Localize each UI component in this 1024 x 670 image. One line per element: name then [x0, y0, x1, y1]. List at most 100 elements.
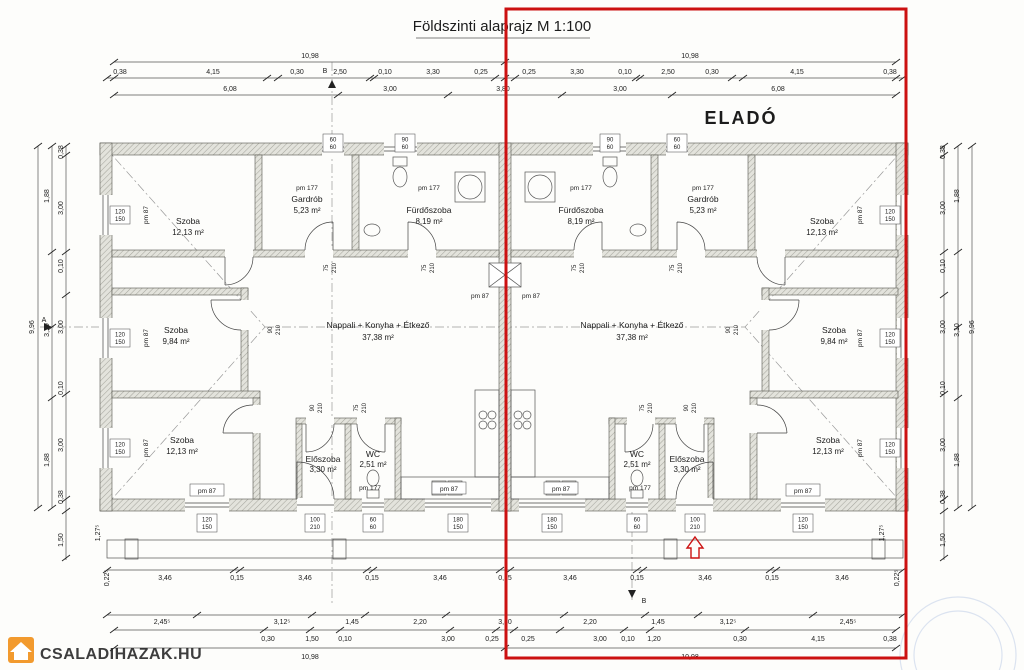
parapet-label: pm 177 — [570, 185, 592, 192]
dim-label: 2,45⁵ — [154, 619, 171, 626]
room-area: 37,38 m² — [616, 333, 648, 342]
dim-label: 3,00 — [58, 201, 65, 215]
dim-label: 3,10 — [44, 323, 51, 337]
parapet-label: pm 177 — [418, 185, 440, 192]
room-name: Gardrób — [291, 194, 322, 204]
marker-label: 210 — [648, 402, 654, 413]
dim-label: 3,12⁵ — [720, 619, 737, 626]
top-dimension-labels: 10,98 10,98 0,38 4,15 0,30 2,50 0,10 3,3… — [113, 53, 897, 93]
parapet-label: pm 87 — [440, 486, 458, 493]
marker-label: 150 — [885, 217, 896, 223]
marker-label: 210 — [430, 262, 436, 273]
marker-label: 75 — [640, 404, 646, 411]
marker-label: 120 — [885, 210, 896, 216]
marker-label: 210 — [310, 525, 321, 531]
parapet-label: pm 177 — [296, 185, 318, 192]
dim-label: 0,10 — [618, 69, 632, 76]
dim-label: 3,00 — [58, 320, 65, 334]
dim-label: 0,25 — [522, 69, 536, 76]
dim-label: 9,96 — [29, 320, 36, 334]
marker-label: 100 — [310, 518, 321, 524]
parapet-label: pm 87 — [857, 206, 864, 224]
dim-label: 10,98 — [681, 53, 699, 60]
marker-label: 90 — [684, 404, 690, 411]
marker-label: 60 — [674, 145, 681, 151]
dim-label: 0,15 — [630, 575, 644, 582]
room-name: Szoba — [176, 216, 200, 226]
marker-label: 210 — [332, 262, 338, 273]
dim-label: 0,30 — [733, 636, 747, 643]
section-label-b: B — [323, 68, 328, 75]
room-name: Szoba — [816, 435, 840, 445]
dim-label: 3,46 — [835, 575, 849, 582]
marker-label: 60 — [330, 138, 337, 144]
marker-label: 210 — [690, 525, 701, 531]
parapet-label: pm 87 — [857, 439, 864, 457]
room-name: Szoba — [810, 216, 834, 226]
room-area: 12,13 m² — [172, 228, 204, 237]
room-area: 37,38 m² — [362, 333, 394, 342]
dim-label: 10,98 — [301, 654, 319, 661]
room-area: 5,23 m² — [293, 206, 320, 215]
marker-label: 120 — [798, 518, 809, 524]
dim-label: 10,98 — [301, 53, 319, 60]
marker-label: 120 — [202, 518, 213, 524]
dim-label: 1,88 — [44, 189, 51, 203]
marker-label: 60 — [330, 145, 337, 151]
marker-label: 150 — [115, 217, 126, 223]
marker-label: 75 — [572, 264, 578, 271]
watermark: CSALADIHAZAK.HU — [8, 637, 202, 663]
dim-label: 0,15 — [365, 575, 379, 582]
dim-label: 0,10 — [58, 381, 65, 395]
marker-label: 150 — [885, 340, 896, 346]
for-sale-label: ELADÓ — [705, 107, 778, 128]
marker-label: 90 — [726, 326, 732, 333]
dim-label: 2,50 — [661, 69, 675, 76]
room-area: 9,84 m² — [162, 337, 189, 346]
room-name: WC — [366, 449, 380, 459]
marker-label: 75 — [324, 264, 330, 271]
marker-label: 60 — [634, 525, 641, 531]
marker-label: 210 — [362, 402, 368, 413]
room-name: Szoba — [170, 435, 194, 445]
marker-label: 150 — [115, 340, 126, 346]
door-openings — [225, 249, 785, 512]
dim-label: 0,22⁵ — [894, 570, 901, 587]
dim-label: 0,22⁵ — [104, 570, 111, 587]
stamp-circle — [899, 596, 1017, 670]
marker-label: 90 — [607, 138, 614, 144]
dim-label: 3,00 — [441, 636, 455, 643]
parapet-label: pm 177 — [359, 485, 381, 492]
room-name: Előszoba — [306, 454, 341, 464]
room-area: 8,19 m² — [415, 217, 442, 226]
highlight-rectangle — [504, 7, 908, 660]
dim-label: 3,12⁵ — [274, 619, 291, 626]
parapet-label: pm 87 — [794, 488, 812, 495]
dim-label: 0,10 — [378, 69, 392, 76]
dim-label: 3,00 — [940, 438, 947, 452]
dim-label: 3,46 — [433, 575, 447, 582]
dim-label: 0,38 — [940, 145, 947, 159]
dim-label: 0,10 — [338, 636, 352, 643]
dim-label: 4,15 — [811, 636, 825, 643]
room-name: Szoba — [822, 325, 846, 335]
dim-label: 0,38 — [58, 490, 65, 504]
dim-label: 0,30 — [705, 69, 719, 76]
dim-label: 3,46 — [698, 575, 712, 582]
marker-label: 150 — [547, 525, 558, 531]
dim-label: 3,00 — [58, 438, 65, 452]
dim-label: 2,20 — [583, 619, 597, 626]
dim-label: 2,45⁵ — [840, 619, 857, 626]
interior-door-size-labels: 75 210 75 210 90 210 90 210 75 210 75 21… — [268, 262, 740, 413]
room-area: 2,51 m² — [359, 460, 386, 469]
room-labels-left: Szoba 12,13 m² pm 177 Gardrób 5,23 m² pm… — [162, 185, 451, 492]
room-name: Gardrób — [687, 194, 718, 204]
marker-label: 150 — [115, 450, 126, 456]
dim-label: 0,38 — [940, 490, 947, 504]
section-label-a: A — [42, 317, 47, 324]
room-area: 2,51 m² — [623, 460, 650, 469]
dim-label: 9,96 — [969, 320, 976, 334]
marker-label: 150 — [453, 525, 464, 531]
